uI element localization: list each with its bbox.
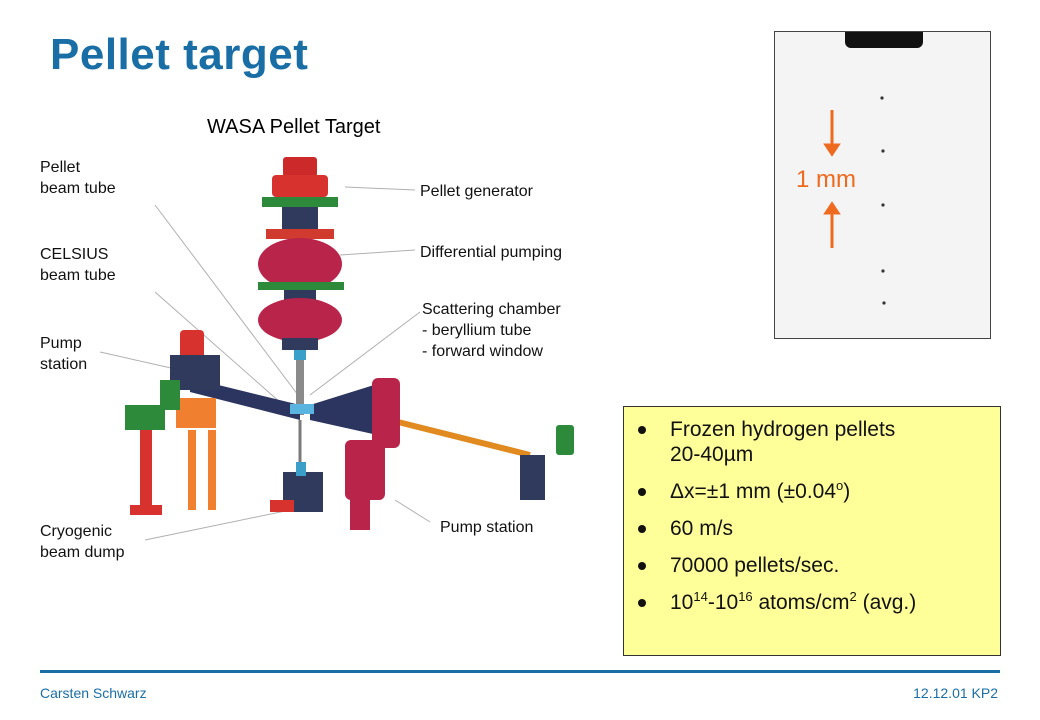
footer-date-code: 12.12.01 KP2 [913,685,998,701]
list-item: 70000 pellets/sec. [638,553,992,578]
fact-density-exp1: 14 [693,589,708,604]
bullet-dot [638,562,646,570]
facts-list: Frozen hydrogen pellets 20-40µm Δx=±1 mm… [624,407,1000,615]
fact-density-note: (avg.) [856,591,917,614]
fact-density-base2: -10 [707,591,739,614]
scale-arrows [823,110,841,248]
list-item: Δx=±1 mm (±0.04o) [638,479,992,504]
figure-title: WASA Pellet Target [207,116,381,138]
nozzle-shape [845,32,923,48]
label-celsius-2: beam tube [40,267,116,284]
fact-speed: 60 m/s [670,517,734,540]
footer-divider [40,670,1000,673]
bullet-dot [638,599,646,607]
left-pump-station [125,330,220,515]
slide-title: Pellet target [50,30,309,79]
list-item: 1014-1016 atoms/cm2 (avg.) [638,590,992,615]
label-scattering-1: Scattering chamber [422,301,561,318]
fact-density-unit-exp: 2 [849,589,857,604]
fact-spread: Δx=±1 mm (±0.04 [670,480,837,503]
facts-box: Frozen hydrogen pellets 20-40µm Δx=±1 mm… [623,406,1001,656]
label-pump-station-left-2: station [40,356,87,373]
scale-label: 1 mm [796,166,856,193]
pellet-dots [880,96,886,305]
list-item: 60 m/s [638,516,992,541]
cryogenic-dump [270,462,323,512]
bullet-dot [638,426,646,434]
pointer-lines [99,186,431,541]
fact-pellets: Frozen hydrogen pellets [670,418,896,441]
label-differential-pumping: Differential pumping [420,244,562,261]
fact-density-unit: atoms/cm [752,591,850,614]
label-cryogenic-1: Cryogenic [40,523,112,540]
bullet-dot [638,525,646,533]
fact-density-exp2: 16 [738,589,753,604]
bullet-dot [638,488,646,496]
label-pump-station-left-1: Pump [40,335,82,352]
fact-density-base1: 10 [670,591,694,614]
fact-spread-degree: o [836,478,844,493]
fact-spread-end: ) [843,480,851,503]
label-pump-station-right: Pump station [440,519,533,536]
label-scattering-2: - beryllium tube [422,322,531,339]
pellet-photo: 1 mm [774,31,991,339]
list-item: Frozen hydrogen pellets 20-40µm [638,417,992,467]
label-celsius-1: CELSIUS [40,246,108,263]
right-pump-station [345,378,574,530]
label-pellet-beam-tube-1: Pellet [40,159,81,176]
fact-rate: 70000 pellets/sec. [670,554,840,577]
pellet-tower [258,157,344,415]
label-pellet-beam-tube-2: beam tube [40,180,116,197]
pellet-photo-image: 1 mm [796,32,923,305]
footer-author: Carsten Schwarz [40,685,147,701]
label-pellet-generator: Pellet generator [420,183,534,200]
label-scattering-3: - forward window [422,343,543,360]
label-cryogenic-2: beam dump [40,544,125,561]
fact-pellet-size: 20-40µm [670,443,754,466]
